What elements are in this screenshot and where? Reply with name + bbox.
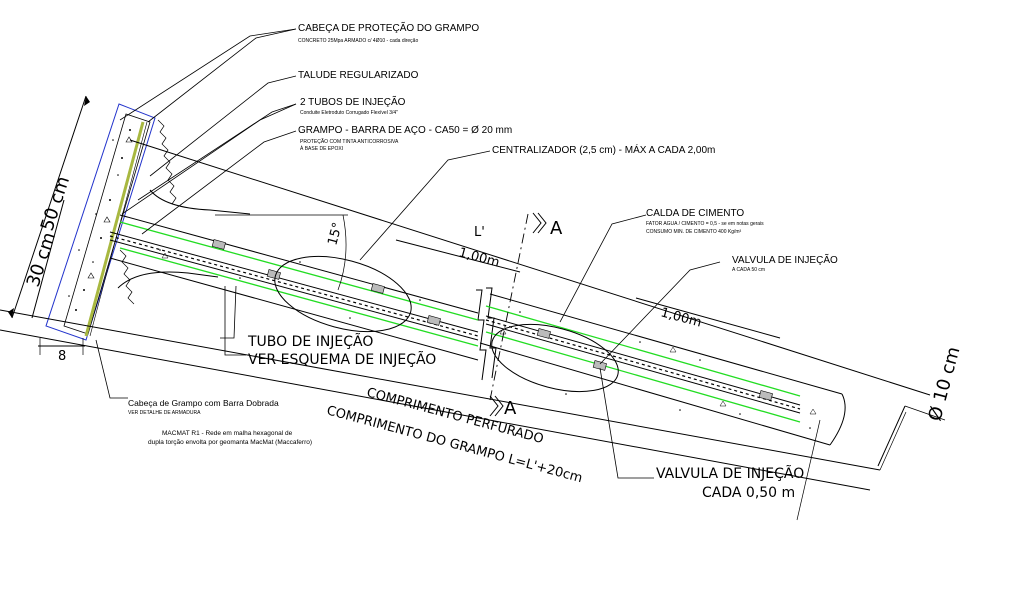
label-calda-sub2: CONSUMO MIN. DE CIMENTO 400 Kg/m³ xyxy=(646,229,742,235)
label-grampo-sub2: À BASE DE EPOXI xyxy=(300,145,343,152)
injection-tube-bottom-a xyxy=(119,247,479,347)
label-cabeca-grampo: Cabeça de Grampo com Barra Dobrada xyxy=(128,398,279,408)
dimension-lines xyxy=(0,95,946,521)
head-concrete-texture xyxy=(68,129,133,311)
head-frame xyxy=(45,103,156,341)
injection-tube-top-b xyxy=(485,305,801,397)
label-valvula-bottom-1: VALVULA DE INJEÇÃO xyxy=(656,465,804,482)
slope-soil-hatch-2 xyxy=(119,249,135,305)
label-valvula-top: VALVULA DE INJEÇÃO xyxy=(732,253,838,266)
section-line xyxy=(489,213,529,401)
dim-spacing-b: 1,00m xyxy=(659,305,703,330)
break-mark xyxy=(476,289,487,381)
dim-angle: 15° xyxy=(325,221,345,247)
label-macmat-2: dupla torção envolta por geomanta MacMat… xyxy=(148,439,312,446)
borehole-end xyxy=(829,393,846,446)
head-collar-bottom xyxy=(117,271,219,289)
leader-lines xyxy=(95,28,721,479)
centralizer-1 xyxy=(274,255,412,333)
label-tubo-injecao-1: TUBO DE INJEÇÃO xyxy=(247,333,373,350)
protection-head xyxy=(45,103,251,341)
dim-50cm: 50 cm xyxy=(37,174,74,234)
injection-tube-bottom-b xyxy=(485,331,801,423)
angle-arc xyxy=(337,214,347,291)
label-talude: TALUDE REGULARIZADO xyxy=(298,70,419,81)
head-rebar xyxy=(84,121,145,337)
grout-texture xyxy=(159,249,817,429)
valves xyxy=(211,239,773,401)
dim-30cm: 30 cm xyxy=(23,230,60,290)
head-collar-top xyxy=(149,189,251,215)
dim-diameter: Ø 10 cm xyxy=(925,344,965,423)
label-valvula-top-sub: A CADA 50 cm xyxy=(732,267,765,273)
label-calda-sub1: FATOR AGUA / CIMENTO = 0,5 - se em notas… xyxy=(646,221,764,227)
dim-spacing-a: 1,00m xyxy=(457,245,501,270)
dim-8: 8 xyxy=(58,349,66,364)
dim-l-prime: L' xyxy=(474,225,485,240)
label-grampo: GRAMPO - BARRA DE AÇO - CA50 = Ø 20 mm xyxy=(298,125,512,136)
label-grampo-sub1: PROTEÇÃO COM TINTA ANTICORROSIVA xyxy=(300,138,399,145)
label-cabeca-grampo-sub: VER DETALHE DE ARMADURA xyxy=(128,410,201,416)
section-mark-bottom: A xyxy=(504,398,517,419)
section-mark-top: A xyxy=(550,218,563,239)
label-cabeca-protecao-sub: CONCRETO 25Mpa ARMADO c/ 4Ø10 - cada dir… xyxy=(298,38,418,44)
label-cabeca-protecao: CABEÇA DE PROTEÇÃO DO GRAMPO xyxy=(298,21,479,34)
label-centralizador: CENTRALIZADOR (2,5 cm) - MÁX A CADA 2,00… xyxy=(492,143,715,156)
borehole xyxy=(109,214,846,446)
label-tubo-injecao-2: VER ESQUEMA DE INJEÇÃO xyxy=(248,351,436,368)
injection-tube-top-a xyxy=(119,221,479,321)
slope-soil-hatch xyxy=(157,119,177,205)
label-tubos-sub: Conduite Eletroduto Corrugado Flexível 3… xyxy=(300,110,398,116)
label-tubos: 2 TUBOS DE INJEÇÃO xyxy=(300,95,406,108)
head-rebar-edge xyxy=(89,121,148,337)
section-arrow-top xyxy=(532,212,547,234)
label-valvula-bottom-2: CADA 0,50 m xyxy=(702,485,795,501)
label-macmat-1: MACMAT R1 - Rede em malha hexagonal de xyxy=(162,430,293,437)
label-calda: CALDA DE CIMENTO xyxy=(646,208,744,219)
centralizer-2 xyxy=(491,323,619,393)
